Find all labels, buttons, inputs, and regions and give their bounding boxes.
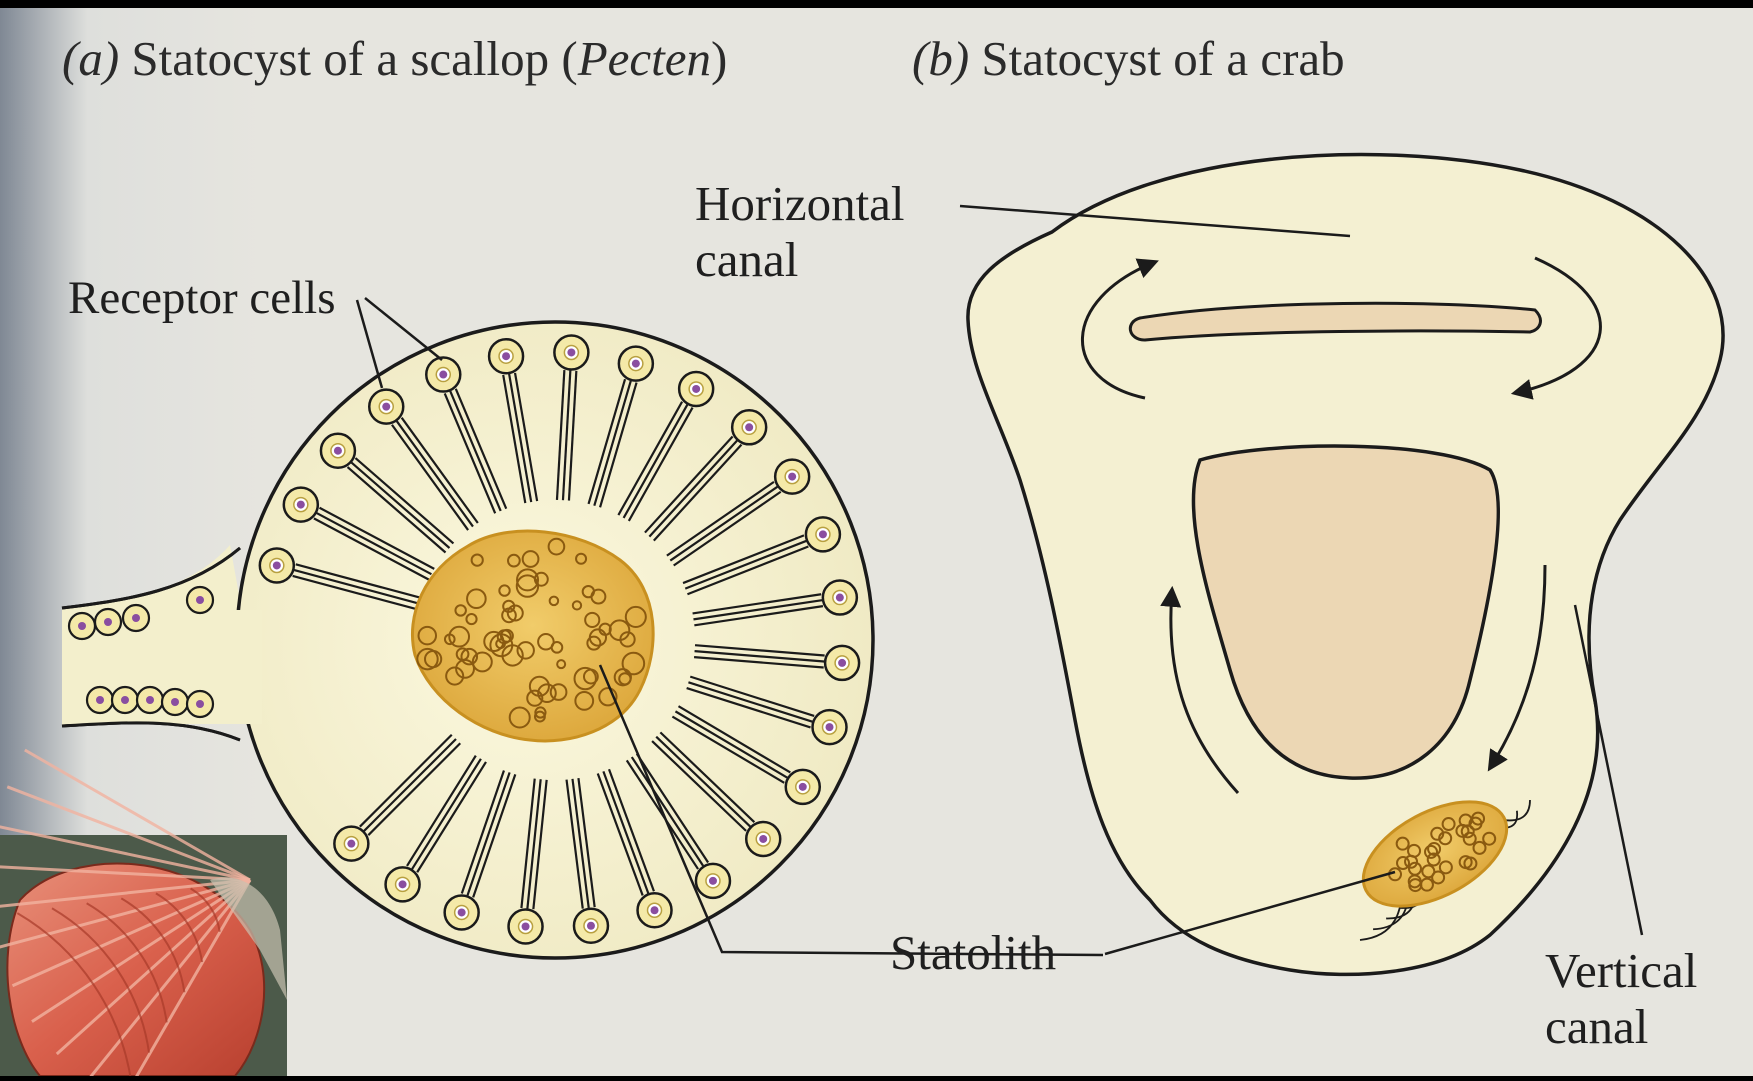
receptor-nucleus [273,561,281,569]
horizontal-canal-label-line2: canal [695,232,905,288]
stalk-cell-nucleus [78,622,86,630]
receptor-nucleus [692,385,700,393]
receptor-nucleus [759,835,767,843]
receptor-nucleus [587,922,595,930]
panel-a-letter: (a) [62,31,119,86]
receptor-nucleus [439,371,447,379]
vertical-canal-label: Vertical canal [1545,943,1697,1055]
receptor-nucleus [836,594,844,602]
receptor-nucleus [799,783,807,791]
receptor-nucleus [334,447,342,455]
stalk-cell-nucleus [171,698,179,706]
panel-b-title: (b) Statocyst of a crab [912,30,1345,87]
receptor-nucleus [819,530,827,538]
receptor-nucleus [826,723,834,731]
panel-a-title-text: Statocyst of a scallop ( [131,31,577,86]
panel-b-title-text: Statocyst of a crab [981,31,1344,86]
receptor-nucleus [399,880,407,888]
statolith-label: Statolith [890,925,1056,981]
receptor-nucleus [347,840,355,848]
receptor-nucleus [745,423,753,431]
stalk-cell-nucleus [121,696,129,704]
stalk-cell-nucleus [96,696,104,704]
receptor-nucleus [567,348,575,356]
stalk-cell-nucleus [196,700,204,708]
vertical-canal-label-line1: Vertical [1545,943,1697,999]
vertical-canal-label-line2: canal [1545,999,1697,1055]
stalk-cell-nucleus [104,618,112,626]
receptor-nucleus [838,659,846,667]
receptor-nucleus [651,906,659,914]
receptor-nucleus [382,403,390,411]
receptor-cells-label: Receptor cells [68,270,336,326]
receptor-nucleus [788,473,796,481]
receptor-nucleus [297,501,305,509]
stalk-cell-nucleus [196,596,204,604]
panel-a-title: (a) Statocyst of a scallop (Pecten) [62,30,727,87]
receptor-nucleus [709,877,717,885]
horizontal-canal-label-line1: Horizontal [695,176,905,232]
panel-a-title-end: ) [711,31,727,86]
receptor-nucleus [522,922,530,930]
stalk-cell-nucleus [146,696,154,704]
receptor-nucleus [632,360,640,368]
stalk-cell-nucleus [132,614,140,622]
panel-a-genus: Pecten [578,31,711,86]
receptor-nucleus [502,352,510,360]
horizontal-canal-label: Horizontal canal [695,176,905,288]
receptor-nucleus [458,908,466,916]
panel-b-letter: (b) [912,31,969,86]
